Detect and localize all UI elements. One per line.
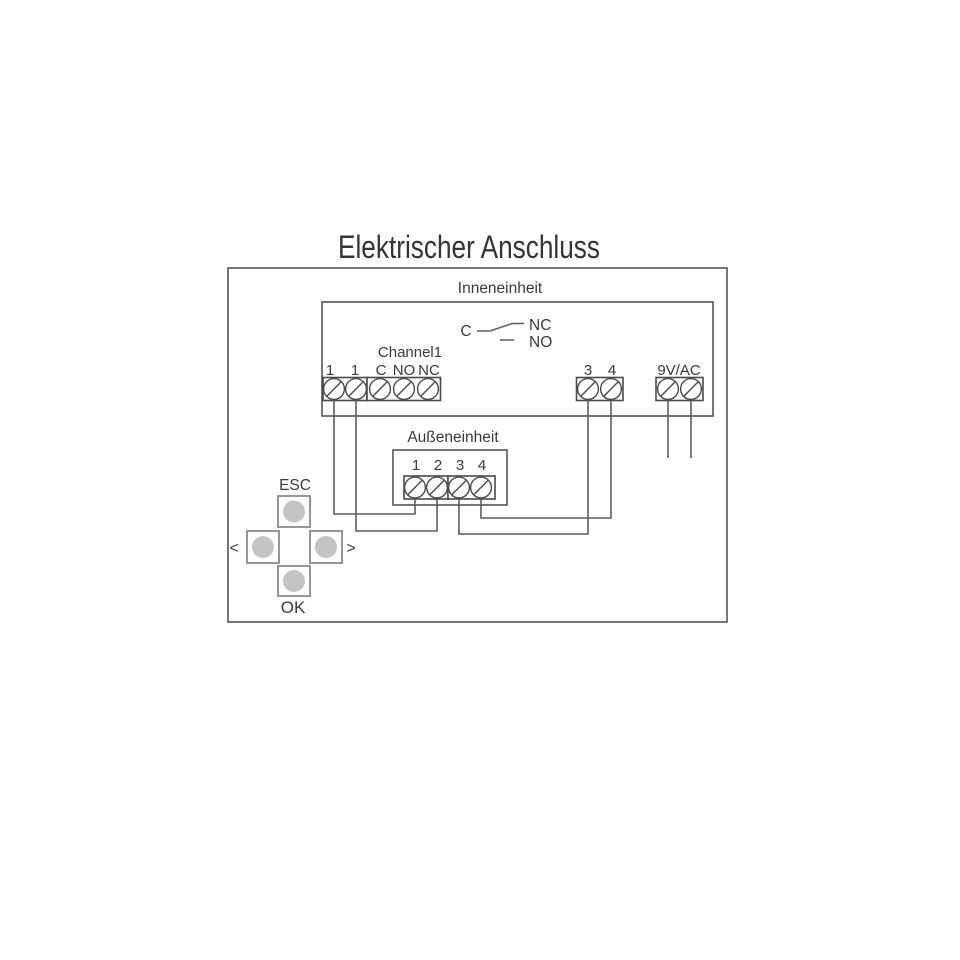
page-title: Elektrischer Anschluss [338,229,600,265]
keypad-up-button [277,495,311,528]
outdoor-unit-box [392,449,508,506]
screw-terminal-icon [416,377,440,401]
keypad-left-label: < [229,540,238,557]
screw-terminal-icon [469,476,493,499]
wire-outdoor-4-to-sensor-4 [480,400,612,519]
keypad-right-button [309,530,343,564]
screw-terminal-icon [447,476,471,499]
wire-channel-1b-to-outdoor-2 [355,400,438,532]
sensor-terminal-block: 3 4 [575,362,624,402]
channel1-terminal-label: NC [418,362,440,379]
screw-terminal-icon [679,377,703,401]
channel1-terminal-label: NO [393,362,416,379]
channel1-terminal-label: 1 [351,362,359,379]
screw-terminal-icon [403,476,427,499]
outdoor-terminal-label: 4 [478,457,486,474]
sensor-terminal-label: 3 [584,362,592,379]
diagram-frame [227,267,728,623]
keypad-right-label: > [346,540,355,557]
relay-blade-line [477,322,524,332]
screw-terminal-icon [322,377,346,401]
relay-common-label: C [460,323,471,340]
inner-unit-box [321,301,714,417]
keypad-button-dot [283,500,305,523]
outdoor-terminal-block: 1 2 3 4 [403,457,496,500]
wire-outdoor-3-to-sensor-3 [458,400,589,535]
channel1-terminal-label: 1 [326,362,334,379]
keypad: ESC < > OK [229,477,355,617]
keypad-ok-label: OK [281,598,306,617]
power-terminal-block: 9V/AC [655,362,704,458]
keypad-left-button [246,530,280,564]
channel1-terminal-label: C [376,362,387,379]
relay-no-label: NO [529,334,552,351]
keypad-button-dot [315,536,337,558]
outdoor-terminal-label: 2 [434,457,442,474]
relay-contact-symbol: C NC NO [460,317,552,351]
keypad-button-dot [283,570,305,592]
screw-terminal-icon [599,377,623,401]
screw-terminal-icon [392,377,416,401]
sensor-terminal-label: 4 [608,362,616,379]
outdoor-terminal-label: 3 [456,457,464,474]
channel1-label: Channel1 [378,344,442,361]
outdoor-terminal-label: 1 [412,457,420,474]
channel1-terminal-block: Channel1 1 1 C NO NC [322,344,442,402]
power-label: 9V/AC [657,362,701,379]
screw-terminal-icon [656,377,680,401]
keypad-down-button [277,565,311,597]
wire-channel-1a-to-outdoor-1 [333,400,416,515]
screw-terminal-icon [576,377,600,401]
screw-terminal-icon [425,476,449,499]
inner-unit-label: Inneneinheit [458,280,543,297]
screw-terminal-icon [368,377,392,401]
keypad-button-dot [252,536,274,558]
outdoor-unit-label: Außeneinheit [407,429,499,446]
keypad-esc-label: ESC [279,477,311,494]
screw-terminal-icon [344,377,368,401]
relay-nc-label: NC [529,317,551,334]
